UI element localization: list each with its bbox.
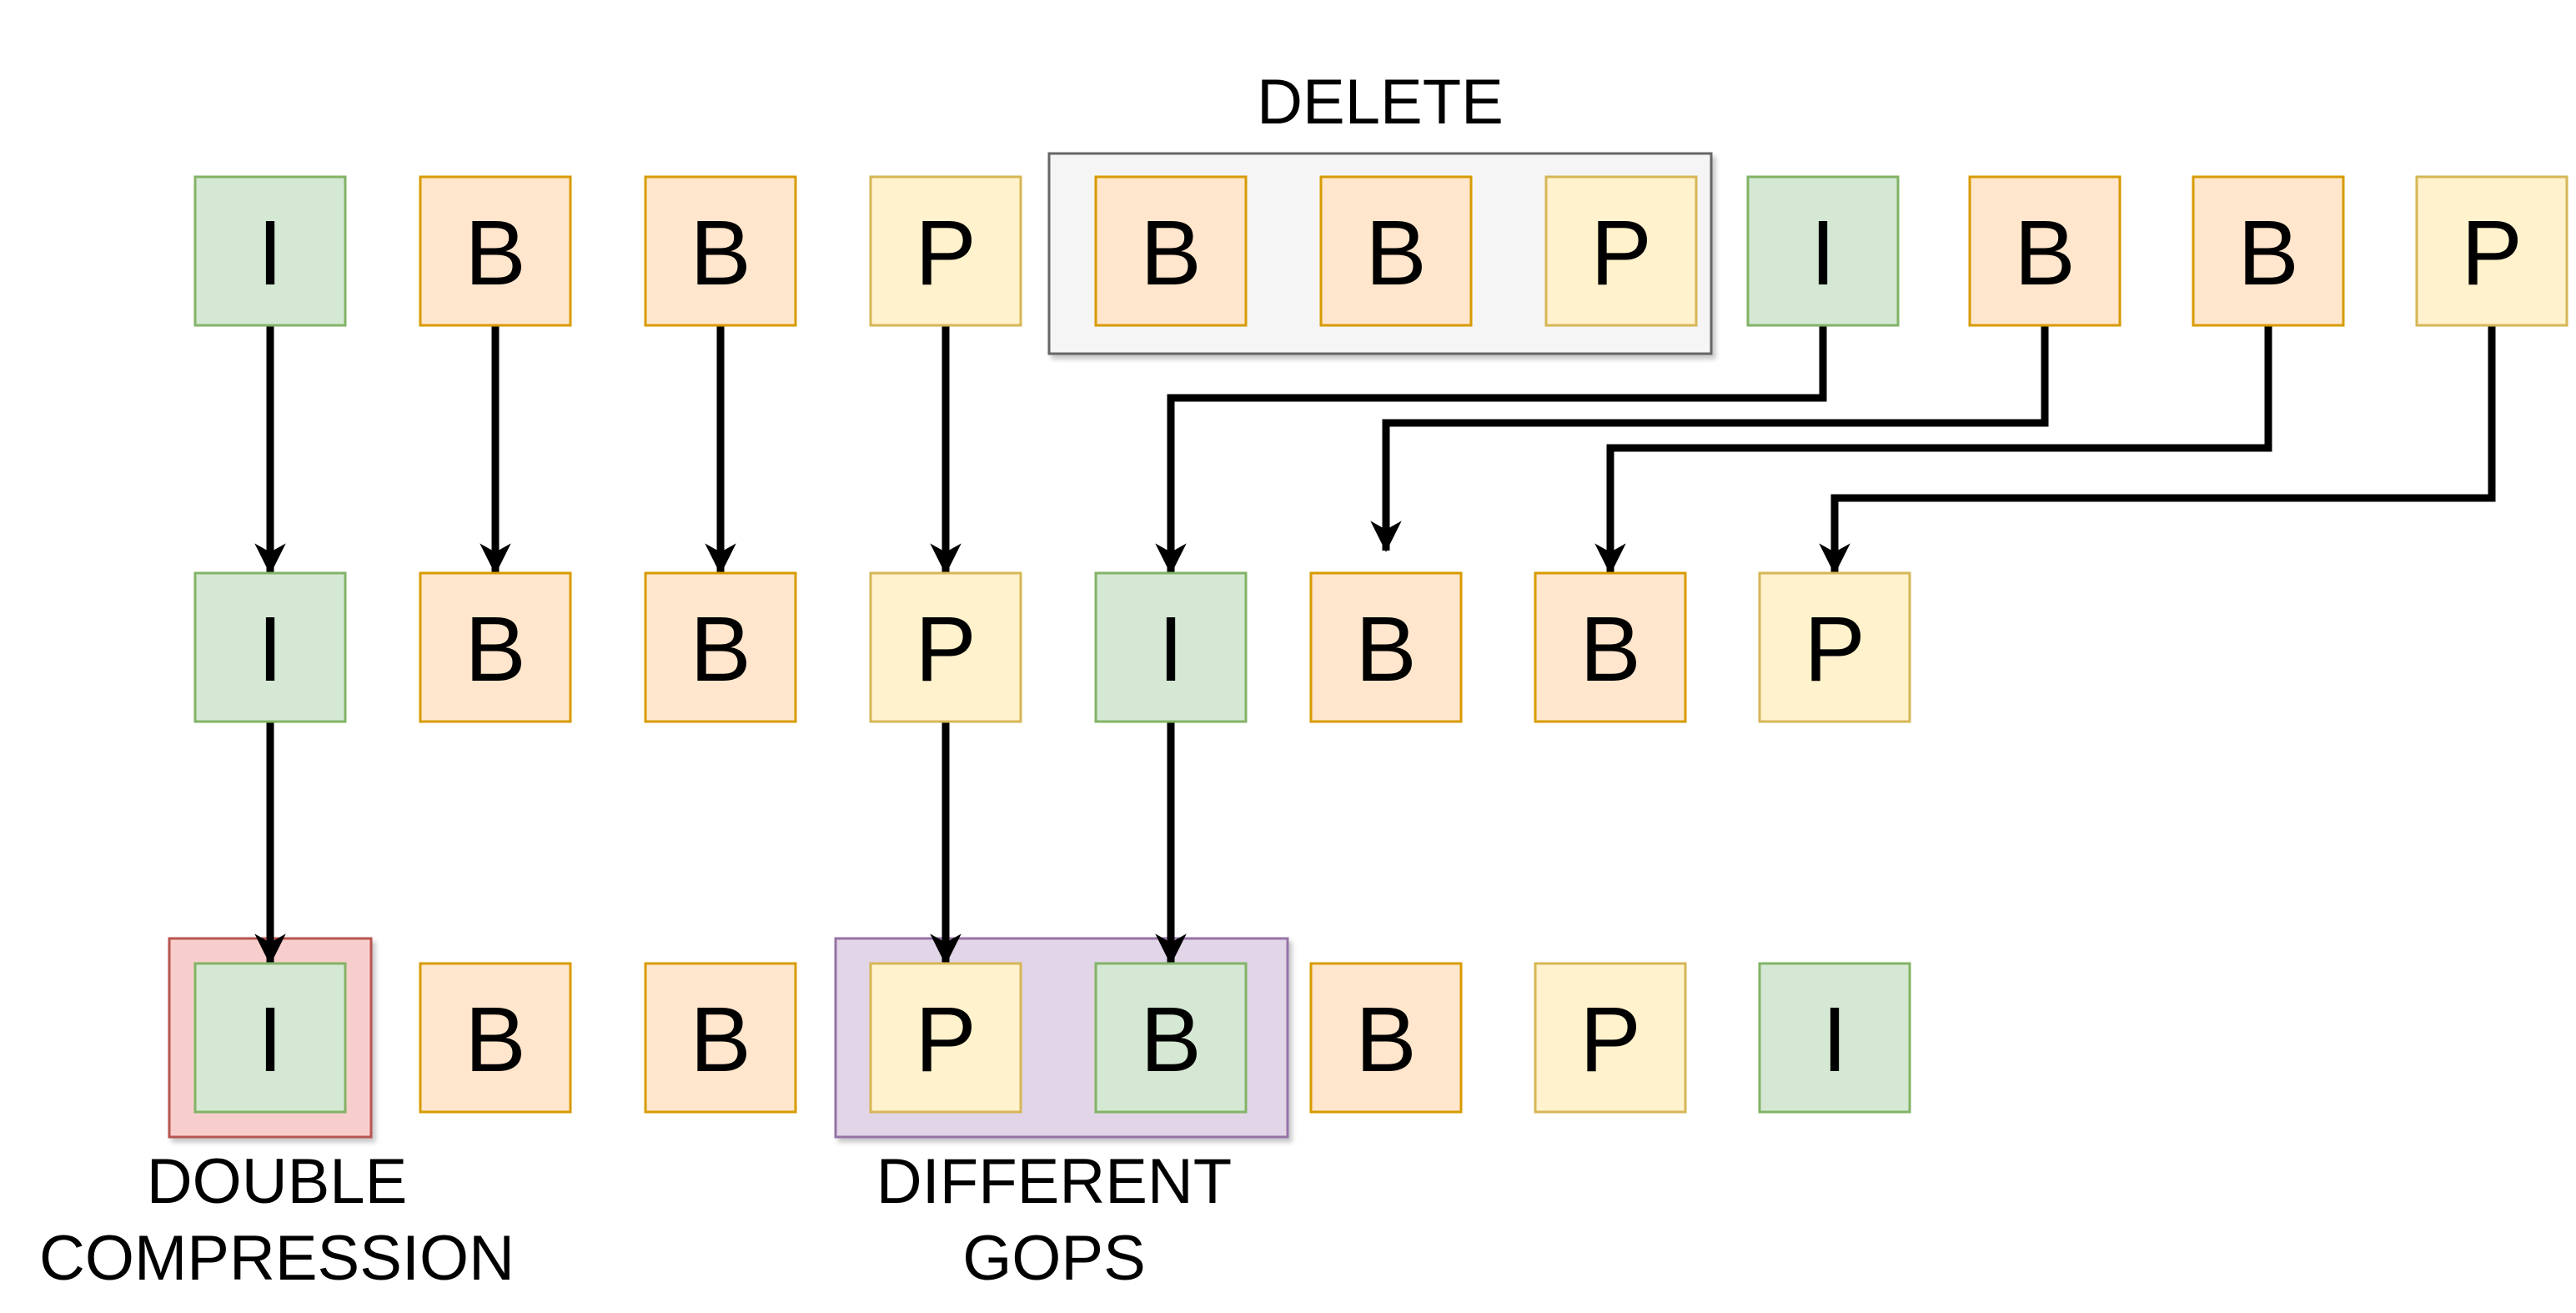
frame-letter: P (1804, 598, 1865, 701)
frame-letter: B (464, 202, 525, 304)
frame-p: P (1534, 962, 1687, 1114)
frame-box (2192, 175, 2345, 327)
frame-letter: P (915, 202, 976, 304)
frame-box (1094, 962, 1248, 1114)
frame-box (1094, 571, 1248, 723)
frame-letter: B (1579, 598, 1640, 701)
frame-letter: B (2237, 202, 2298, 304)
frame-letter: B (464, 989, 525, 1091)
frame-letter: I (258, 989, 284, 1091)
frame-i: I (193, 571, 347, 723)
frame-p: P (1758, 571, 1911, 723)
frame-box (1309, 962, 1463, 1114)
frame-letter: B (690, 202, 751, 304)
frame-box (644, 571, 797, 723)
frame-b: B (419, 571, 572, 723)
frame-letter: B (2014, 202, 2075, 304)
frame-b-delete: B (1319, 175, 1473, 327)
frame-b: B (419, 962, 572, 1114)
frame-letter: B (690, 989, 751, 1091)
frame-i: I (1094, 571, 1248, 723)
frame-letter: B (1365, 202, 1426, 304)
different-gops-label-line: GOPS (962, 1223, 1146, 1294)
frame-b: B (1534, 571, 1687, 723)
frame-b: B (1309, 962, 1463, 1114)
frame-p-different-gops: P (869, 962, 1022, 1114)
frame-letter: P (915, 989, 976, 1091)
double-compression-label-line: COMPRESSION (39, 1223, 515, 1294)
frame-b: B (2192, 175, 2345, 327)
arrow-connectors-layer (254, 325, 2496, 965)
frame-i: I (193, 175, 347, 327)
frame-i: I (1758, 962, 1911, 1114)
frame-box (644, 962, 797, 1114)
frame-p-delete: P (1544, 175, 1698, 327)
frame-letter: B (1140, 989, 1201, 1091)
arrow-row0f9-to-row1f6 (1594, 325, 2272, 575)
frame-letter: B (1140, 202, 1201, 304)
frame-rows-layer: I B B P B B P I B B P I B B P I B B P I B B P B B P I (193, 175, 2568, 1114)
frame-box (1746, 175, 1900, 327)
arrow-row0f7-to-row1f4 (1155, 325, 1827, 575)
frame-box (869, 571, 1022, 723)
frame-p: P (2415, 175, 2568, 327)
double-compression-label-line: DOUBLE (147, 1146, 408, 1217)
arrow-row0f10-to-row1f7 (1819, 325, 2496, 575)
frame-b: B (644, 571, 797, 723)
frame-i-double-compression: I (193, 962, 347, 1114)
frame-letter: B (464, 598, 525, 701)
frame-b: B (1309, 571, 1463, 723)
frame-letter: P (915, 598, 976, 701)
frame-box (1319, 175, 1473, 327)
frame-box (419, 175, 572, 327)
different-gops-label-line: DIFFERENT (876, 1146, 1232, 1217)
frame-letter: P (2461, 202, 2522, 304)
frame-i: I (1746, 175, 1900, 327)
arrow-row0f8-to-row1f5 (1370, 325, 2049, 552)
frame-b: B (644, 962, 797, 1114)
frame-letter: I (258, 202, 284, 304)
frame-box (193, 175, 347, 327)
frame-box (1758, 962, 1911, 1114)
frame-letter: P (1579, 989, 1640, 1091)
frame-box (1758, 571, 1911, 723)
frame-letter: I (258, 598, 284, 701)
frame-b: B (644, 175, 797, 327)
frame-box (644, 175, 797, 327)
frame-box (1534, 571, 1687, 723)
frame-letter: I (1810, 202, 1836, 304)
frame-b: B (419, 175, 572, 327)
frame-letter: I (1822, 989, 1848, 1091)
frame-box (193, 962, 347, 1114)
frame-b: B (1968, 175, 2122, 327)
frame-box (419, 962, 572, 1114)
frame-box (2415, 175, 2568, 327)
frame-box (1094, 175, 1248, 327)
frame-box (1544, 175, 1698, 327)
frame-p: P (869, 571, 1022, 723)
frame-letter: B (1355, 989, 1416, 1091)
frame-letter: B (1355, 598, 1416, 701)
delete-label-line: DELETE (1257, 67, 1504, 138)
frame-letter: B (690, 598, 751, 701)
frame-box (1309, 571, 1463, 723)
frame-box (193, 571, 347, 723)
frame-letter: P (1590, 202, 1651, 304)
frame-box (1534, 962, 1687, 1114)
frame-p: P (869, 175, 1022, 327)
frame-box (869, 175, 1022, 327)
frame-box (869, 962, 1022, 1114)
frame-box (1968, 175, 2122, 327)
frame-letter: I (1158, 598, 1184, 701)
frame-box (419, 571, 572, 723)
frame-b-delete: B (1094, 175, 1248, 327)
frame-b-different-gops: B (1094, 962, 1248, 1114)
